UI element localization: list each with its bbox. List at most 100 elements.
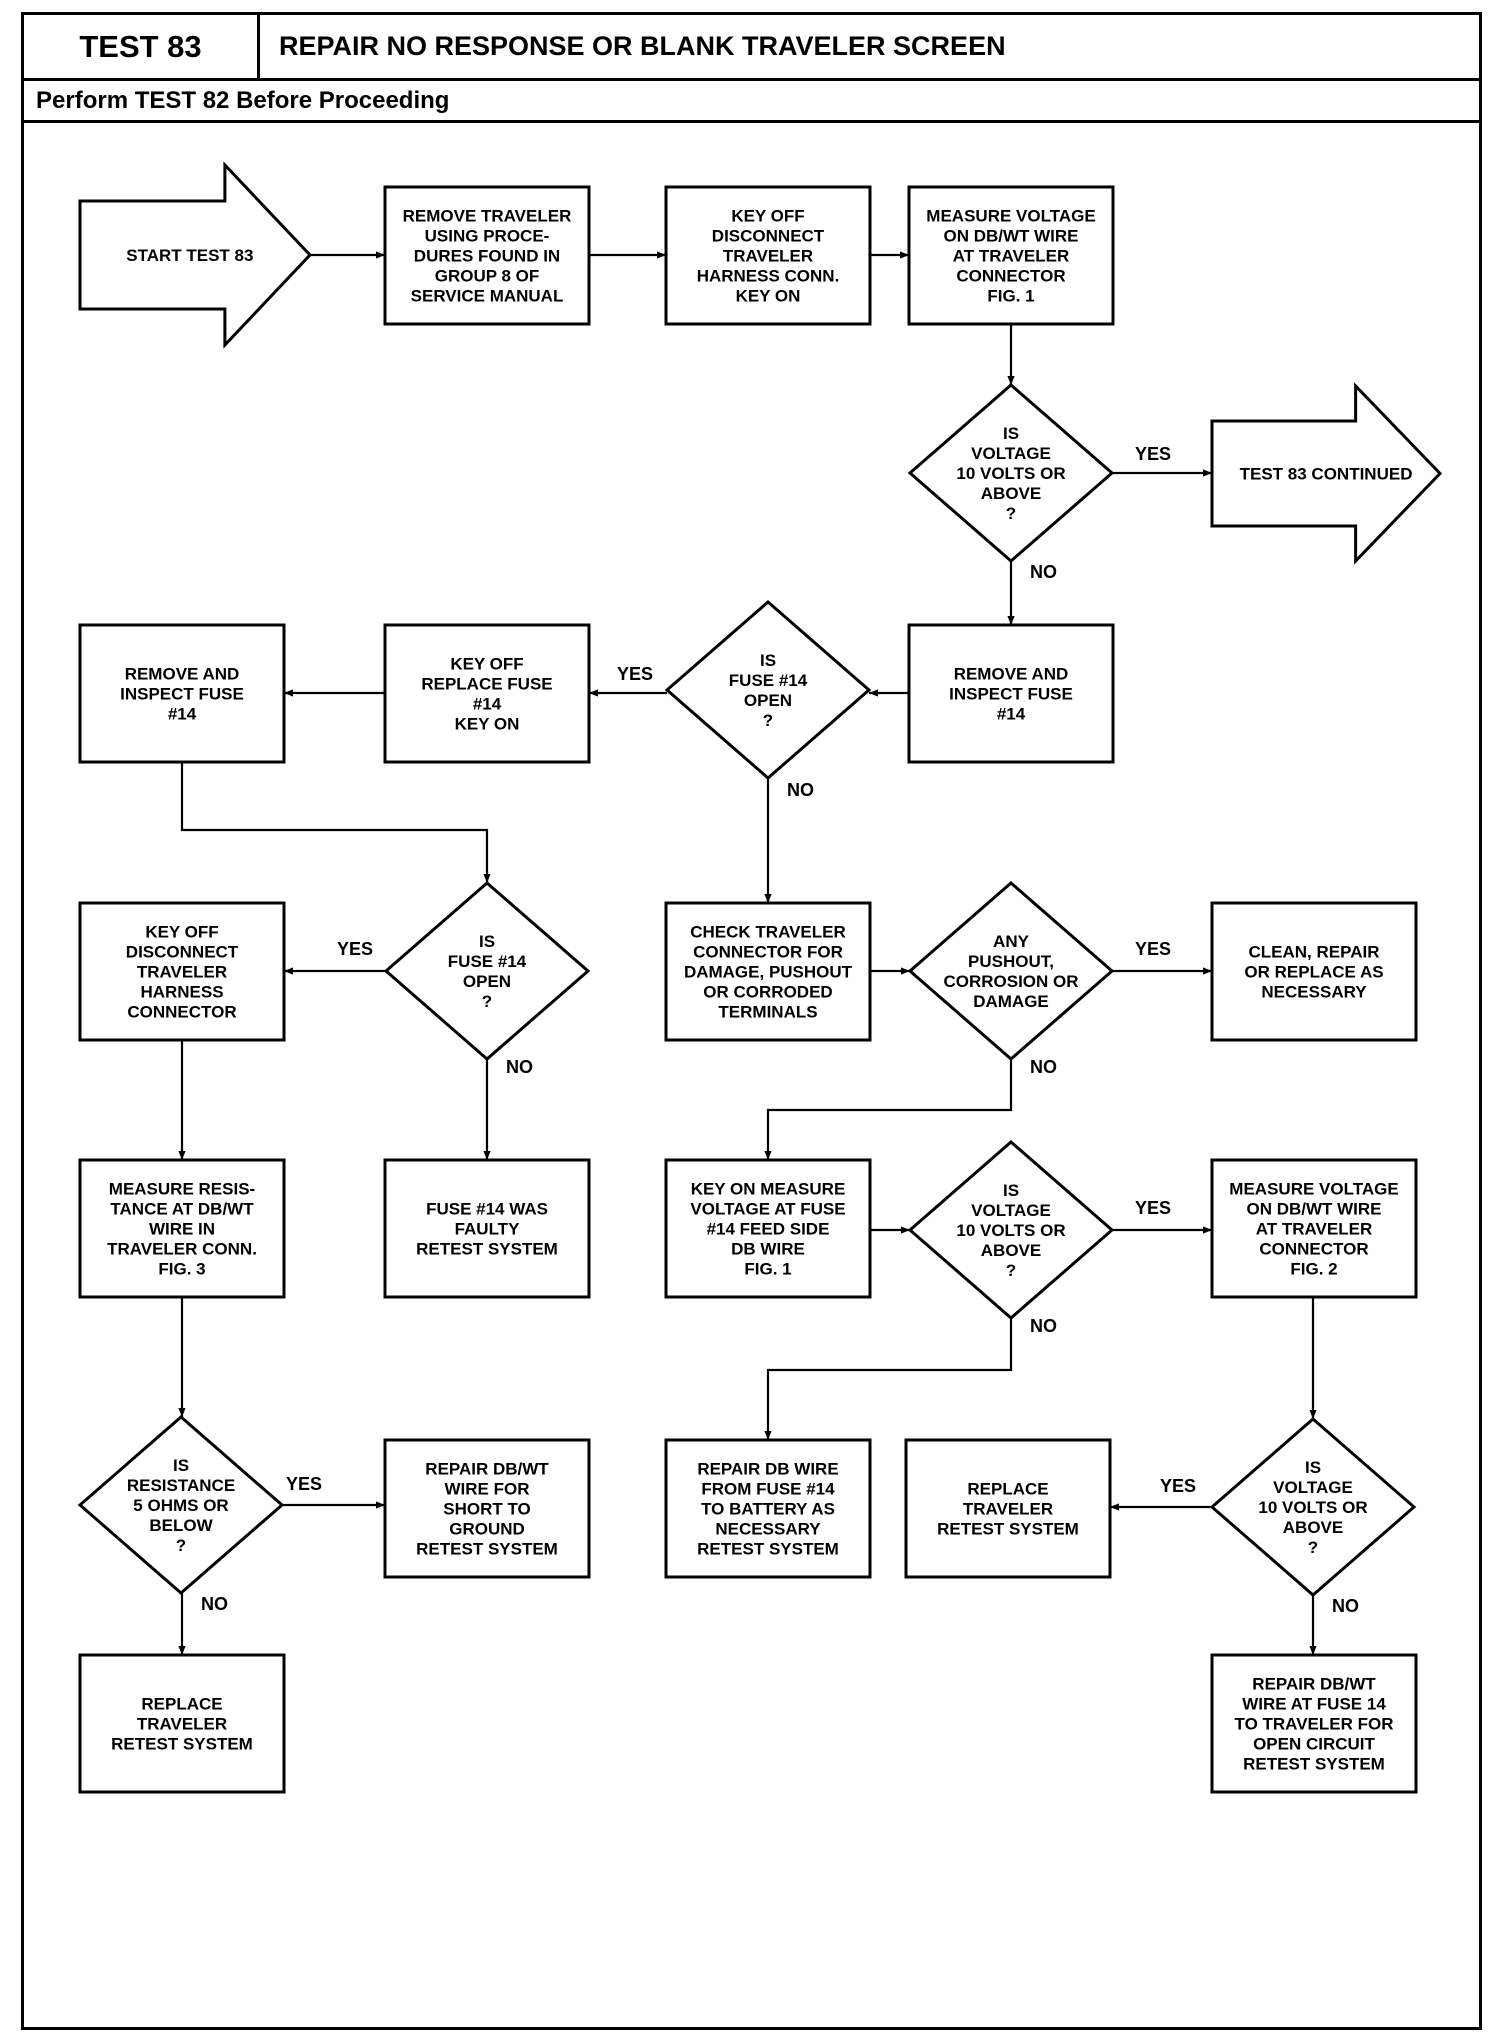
node-text-line: FAULTY [455, 1220, 521, 1239]
node-text-line: IS [1305, 1458, 1321, 1477]
node-text-line: TO BATTERY AS [701, 1500, 835, 1519]
node-text-line: INSPECT FUSE [949, 685, 1073, 704]
yes-label: YES [1135, 1198, 1171, 1218]
process-box [383, 1158, 591, 1299]
process-box [664, 185, 872, 326]
node-text-line: DISCONNECT [712, 227, 825, 246]
node-text-line: REPLACE [141, 1695, 222, 1714]
header-row: TEST 83 REPAIR NO RESPONSE OR BLANK TRAV… [24, 15, 1479, 81]
node-text-line: OR CORRODED [703, 983, 832, 1002]
node-text-line: KEY OFF [145, 923, 218, 942]
process-box [904, 1438, 1112, 1579]
node-text-line: DAMAGE, PUSHOUT [684, 963, 853, 982]
decision-diamond [907, 1140, 1115, 1320]
node-text-line: MEASURE VOLTAGE [926, 207, 1095, 226]
process-box [78, 1653, 286, 1794]
no-label: NO [201, 1594, 228, 1614]
node-text-line: TANCE AT DB/WT [110, 1200, 254, 1219]
node-text-line: ? [763, 711, 773, 730]
node-text-line: CONNECTOR [1259, 1240, 1368, 1259]
process-box [907, 623, 1115, 764]
connector-arrow [180, 762, 491, 883]
node-text-line: IS [173, 1456, 189, 1475]
node-text-line: OPEN CIRCUIT [1253, 1735, 1375, 1754]
node-text-line: TEST 83 CONTINUED [1240, 465, 1413, 484]
yes-label: YES [1135, 444, 1171, 464]
node-text-line: ? [1308, 1538, 1318, 1557]
process-box [383, 185, 591, 326]
node-text-line: #14 [168, 705, 197, 724]
node-text-line: FIG. 1 [744, 1260, 791, 1279]
node-text-line: REPAIR DB WIRE [697, 1460, 838, 1479]
node-text-line: START TEST 83 [126, 246, 253, 265]
node-text-line: KEY OFF [450, 655, 523, 674]
node-text-line: ? [1006, 504, 1016, 523]
node-text-line: OPEN [744, 691, 792, 710]
node-text-line: MEASURE VOLTAGE [1229, 1180, 1398, 1199]
no-label: NO [787, 780, 814, 800]
node-text-line: KEY ON [736, 287, 801, 306]
connector-arrow [764, 1318, 1013, 1440]
node-text-line: WIRE IN [149, 1220, 215, 1239]
no-label: NO [506, 1057, 533, 1077]
node-text-line: OR REPLACE AS [1244, 963, 1383, 982]
node-text-line: FUSE #14 [448, 952, 527, 971]
node-text-line: ON DB/WT WIRE [1246, 1200, 1381, 1219]
node-text-line: DURES FOUND IN [414, 247, 560, 266]
node-text-line: RETEST SYSTEM [111, 1735, 253, 1754]
node-text-line: AT TRAVELER [1256, 1220, 1372, 1239]
node-text-line: #14 FEED SIDE [707, 1220, 830, 1239]
node-text-line: DB WIRE [731, 1240, 805, 1259]
node-text-line: CLEAN, REPAIR [1249, 943, 1380, 962]
process-box [664, 1438, 872, 1579]
node-text-line: VOLTAGE [1273, 1478, 1353, 1497]
node-text-line: FUSE #14 [729, 671, 808, 690]
prerequisite-row: Perform TEST 82 Before Proceeding [24, 81, 1479, 123]
node-text-line: REPLACE FUSE [421, 675, 552, 694]
no-label: NO [1332, 1596, 1359, 1616]
node-text-line: TERMINALS [718, 1003, 817, 1022]
node-text-line: TO TRAVELER FOR [1235, 1715, 1394, 1734]
node-text-line: FIG. 2 [1290, 1260, 1337, 1279]
node-text-line: FUSE #14 WAS [426, 1200, 548, 1219]
node-text-line: BELOW [149, 1516, 213, 1535]
yes-label: YES [1135, 939, 1171, 959]
node-text-line: KEY ON MEASURE [691, 1180, 846, 1199]
node-text-line: AT TRAVELER [953, 247, 1069, 266]
node-text-line: NECESSARY [715, 1520, 821, 1539]
node-text-line: VOLTAGE AT FUSE [690, 1200, 845, 1219]
node-text-line: WIRE AT FUSE 14 [1242, 1695, 1386, 1714]
node-text-line: RETEST SYSTEM [1243, 1755, 1385, 1774]
node-text-line: RETEST SYSTEM [937, 1520, 1079, 1539]
node-text-line: 10 VOLTS OR [956, 464, 1065, 483]
connector-lines [178, 251, 1317, 1655]
node-text-line: SHORT TO [443, 1500, 531, 1519]
yes-label: YES [1160, 1476, 1196, 1496]
node-text-line: RETEST SYSTEM [416, 1540, 558, 1559]
prerequisite-note: Perform TEST 82 Before Proceeding [36, 87, 450, 114]
node-text-line: ABOVE [981, 484, 1041, 503]
node-text-line: ABOVE [981, 1241, 1041, 1260]
node-test83-continued: TEST 83 CONTINUED [1210, 382, 1443, 565]
node-text-line: GROUP 8 OF [435, 267, 540, 286]
terminal-arrow [1210, 382, 1443, 565]
node-text-line: ? [482, 992, 492, 1011]
